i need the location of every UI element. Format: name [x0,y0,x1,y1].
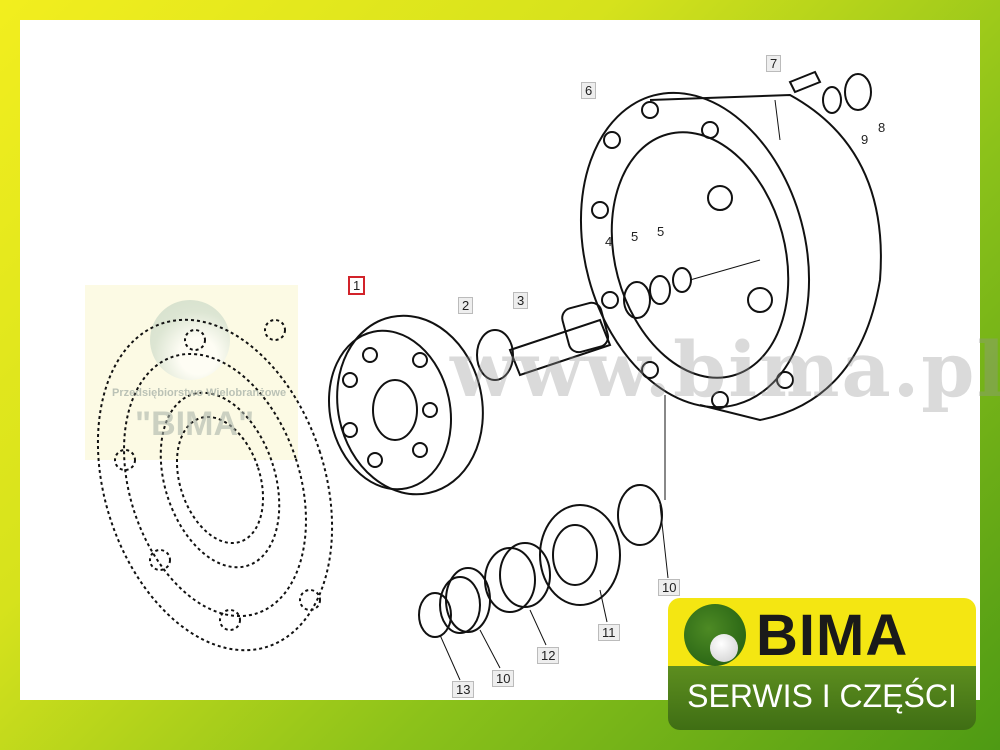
callout-10a[interactable]: 10 [658,579,681,596]
logo-name: BIMA [756,603,909,668]
watermark-company-line: Przedsiębiorstwo Wielobranżowe [112,387,287,399]
callout-6[interactable]: 6 [581,82,597,99]
watermark-url: www.bima.pl [450,325,1000,414]
callout-7[interactable]: 7 [766,55,782,72]
callout-10b[interactable]: 10 [492,670,515,687]
callout-9[interactable]: 9 [861,132,869,147]
part-11-gear [539,504,621,606]
callout-8[interactable]: 8 [878,120,886,135]
logo-ball-highlight-icon [710,634,738,662]
callout-2[interactable]: 2 [458,297,474,314]
part-6-housing [579,91,882,422]
logo-bottom-band [668,666,976,730]
callout-12[interactable]: 12 [537,647,560,664]
watermark-ball-icon [150,300,230,380]
bima-logo: BIMA SERWIS I CZĘŚCI [668,598,976,732]
part-hub-flange [96,318,334,652]
callout-1-selected[interactable]: 1 [348,276,366,295]
part-1-carrier [327,314,484,496]
callout-11[interactable]: 11 [598,624,620,641]
watermark-company-name: "BIMA" [135,405,255,443]
callout-3[interactable]: 3 [513,292,529,309]
logo-tagline: SERWIS I CZĘŚCI [687,678,957,714]
callout-13[interactable]: 13 [452,681,475,698]
callout-5a[interactable]: 5 [631,229,639,244]
callout-5b[interactable]: 5 [657,224,665,239]
callout-4[interactable]: 4 [605,234,613,249]
